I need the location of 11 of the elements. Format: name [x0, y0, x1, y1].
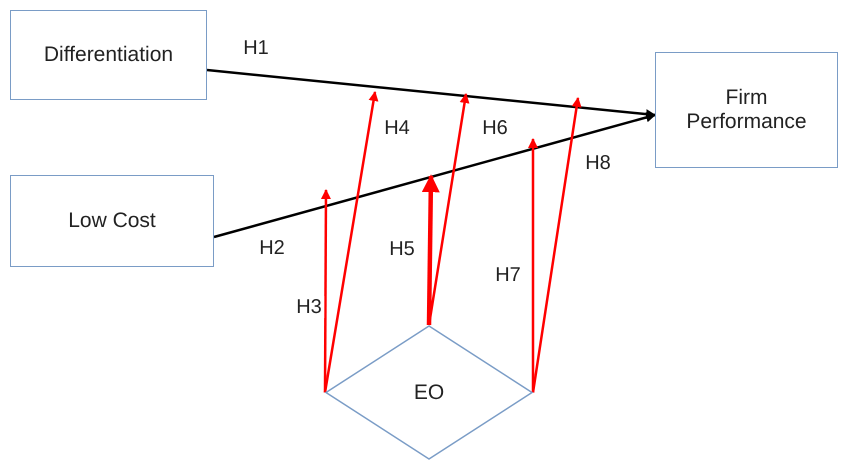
- process-box: Low Cost: [10, 175, 214, 267]
- arrow: [428, 93, 470, 326]
- process-box: Differentiation: [10, 10, 207, 100]
- process-box: Firm Performance: [655, 52, 838, 168]
- arrow: [206, 68, 656, 120]
- arrow: [320, 189, 331, 392]
- node-label: EO: [414, 380, 444, 404]
- arrow: [422, 174, 440, 326]
- arrow: [214, 112, 656, 238]
- arrow: [532, 97, 582, 393]
- arrow: [324, 91, 378, 393]
